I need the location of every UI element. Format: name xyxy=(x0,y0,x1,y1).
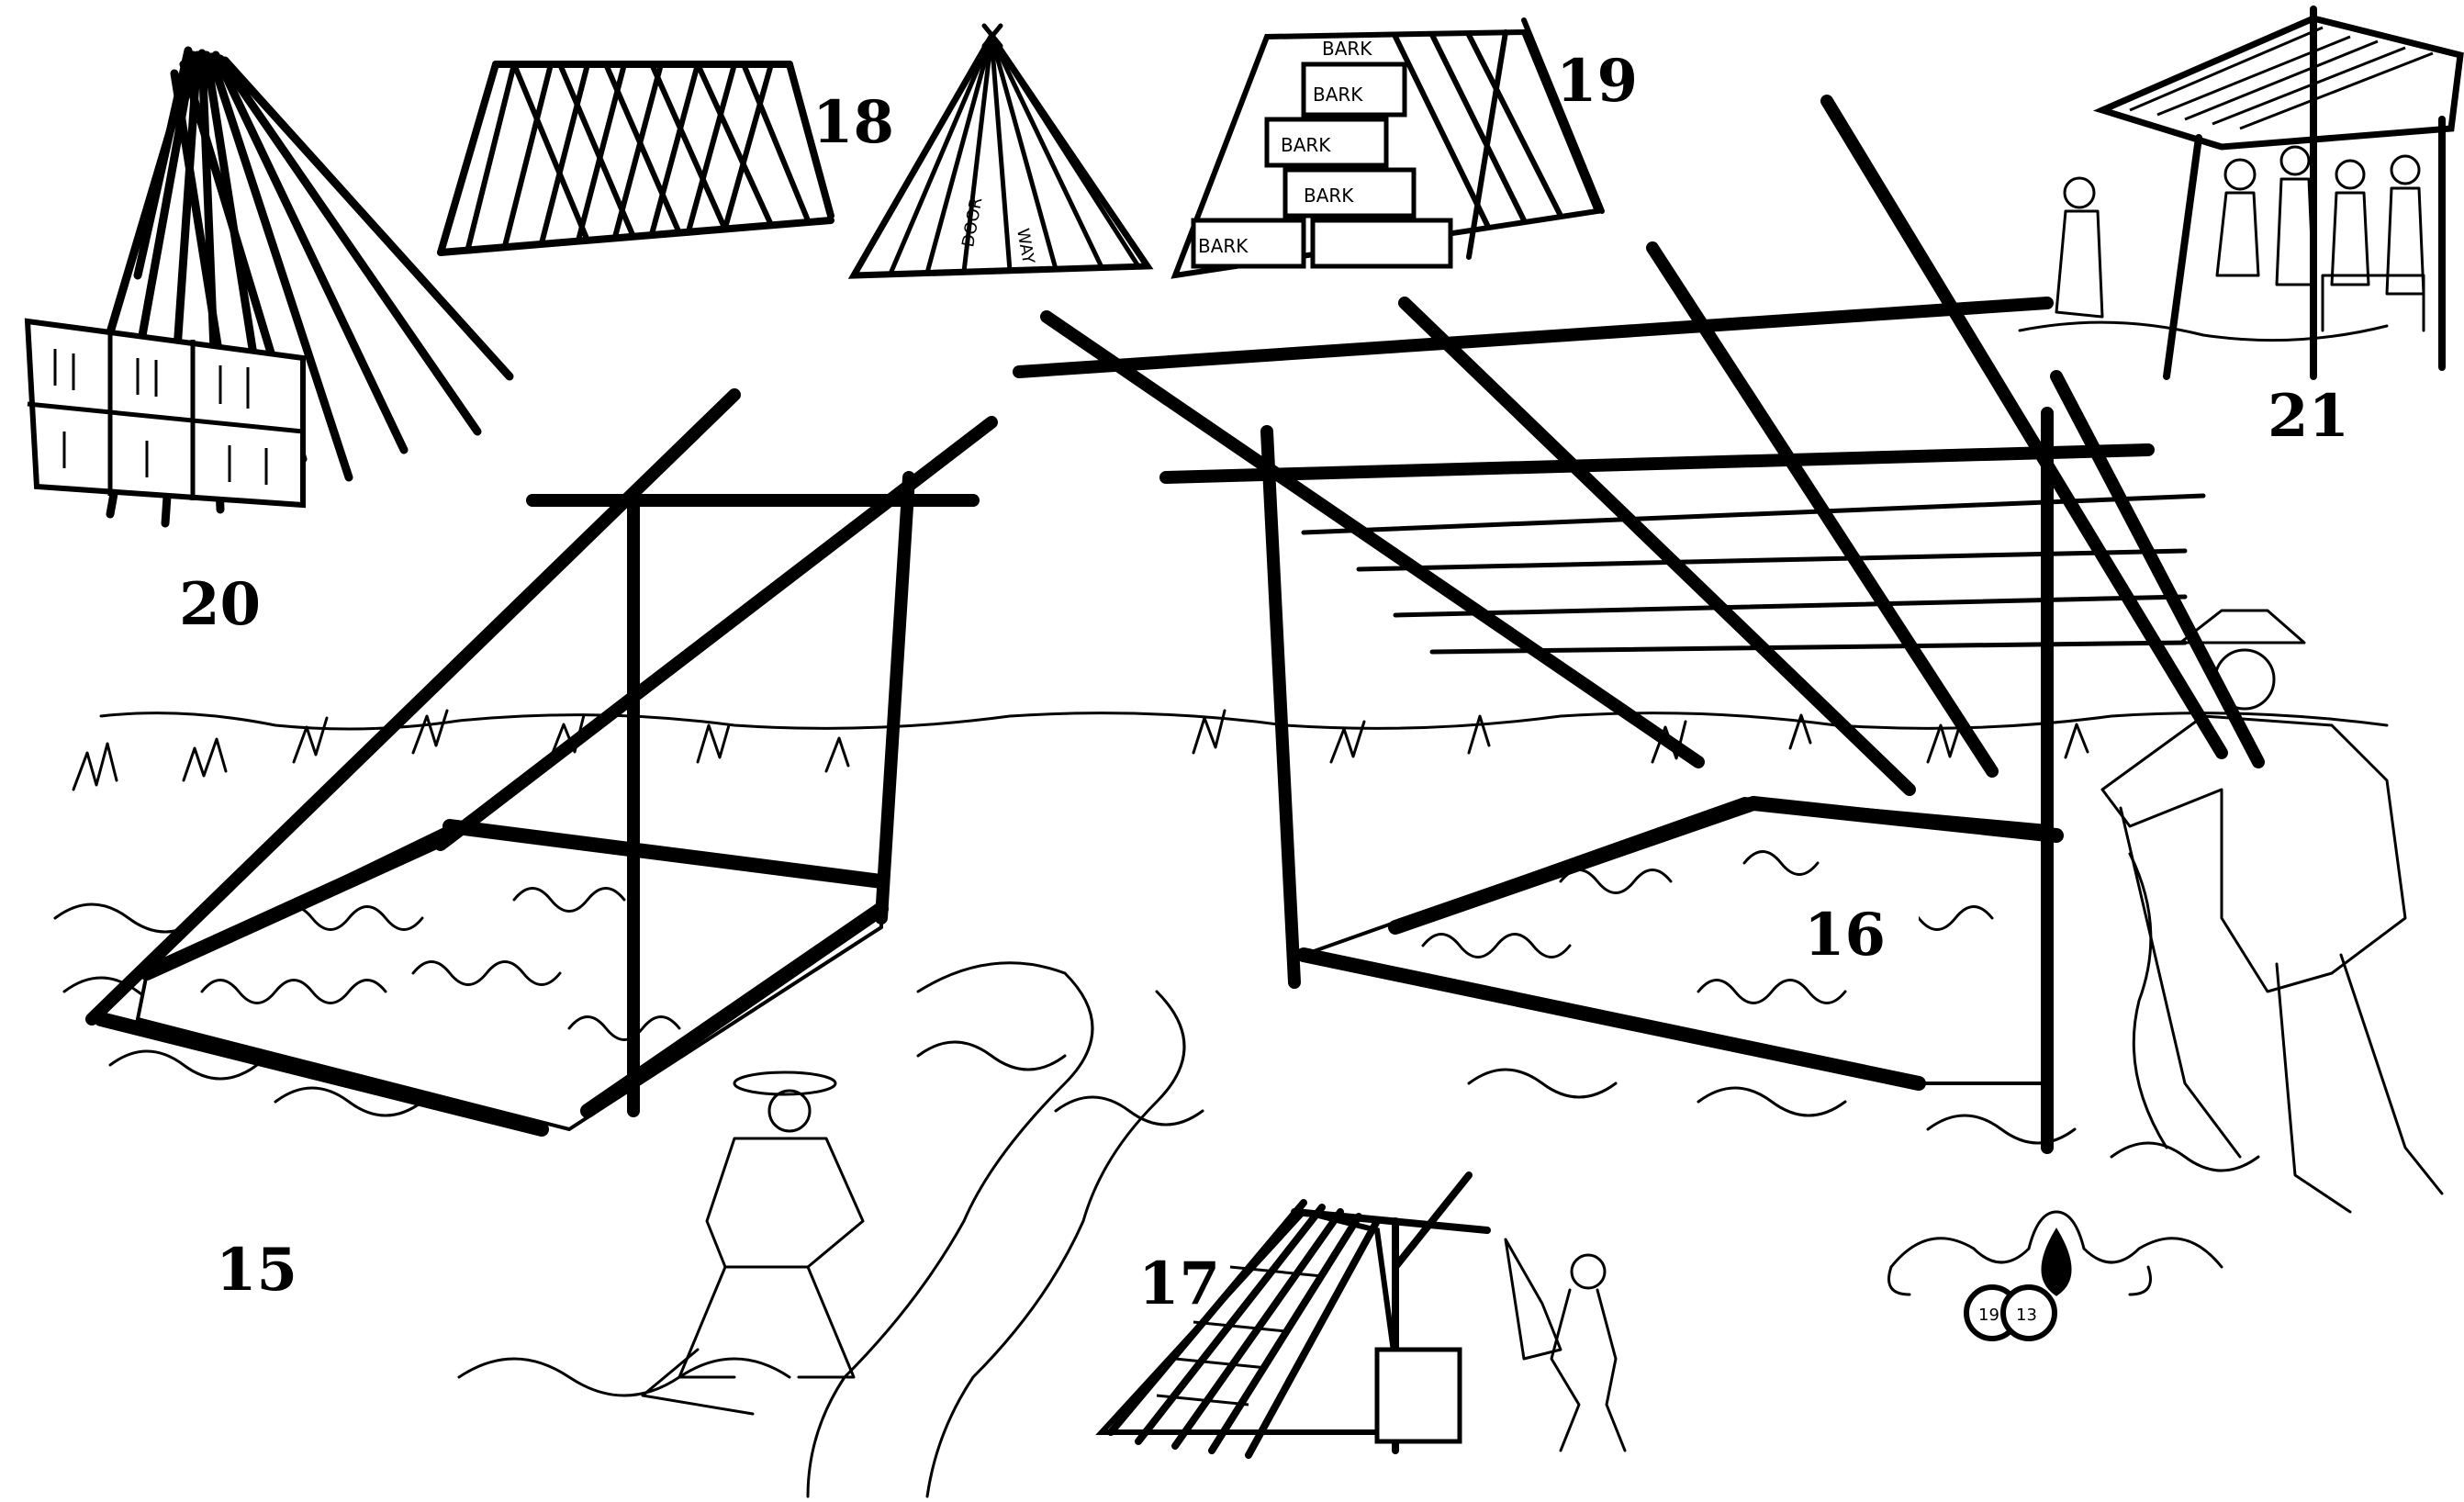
fig21-number: 21 xyxy=(2268,382,2349,451)
fig18-number: 18 xyxy=(812,88,894,157)
fig17-pole-shelter: 17 xyxy=(1095,1171,1627,1459)
fig15-number: 15 xyxy=(216,1236,297,1305)
bark-label-3: BARK xyxy=(1304,185,1354,207)
doorway-tepee: DOOR WAY xyxy=(847,23,1154,279)
bark-label-1: BARK xyxy=(1313,84,1363,106)
fig20-pole-tepee: 20 xyxy=(24,46,514,639)
fig16-lean-to-frame: 16 xyxy=(1013,95,2444,1214)
fig16-number: 16 xyxy=(1804,901,1886,970)
fig19-bark-lean-to: BARK BARK BARK BARK BARK 19 xyxy=(1170,17,1638,279)
monogram-ornament: 19 13 xyxy=(1887,1210,2223,1341)
monogram-year-right: 13 xyxy=(2016,1306,2037,1325)
fig20-number: 20 xyxy=(179,570,261,639)
bark-label-5: BARK xyxy=(1322,38,1372,60)
fig18-lattice-frame: 18 xyxy=(437,61,894,256)
fig19-number: 19 xyxy=(1556,47,1638,116)
fig17-number: 17 xyxy=(1138,1250,1220,1318)
bark-label-2: BARK xyxy=(1281,134,1331,156)
monogram-year-left: 19 xyxy=(1978,1306,1999,1325)
fig15-log-frame: 15 xyxy=(85,388,998,1416)
bark-label-4: BARK xyxy=(1198,235,1249,257)
fig21-covered-shelter: 21 xyxy=(2018,6,2464,451)
